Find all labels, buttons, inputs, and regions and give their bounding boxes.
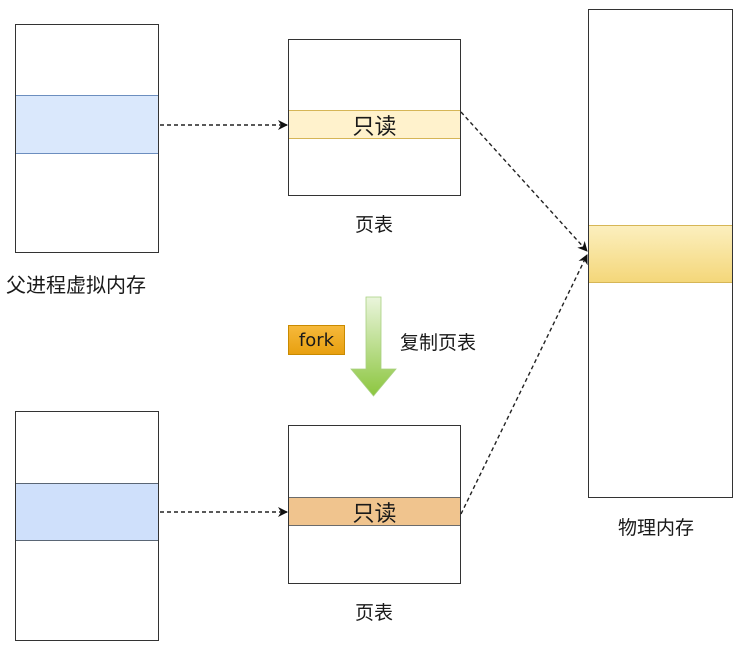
parent-entry-readonly-label: 只读 <box>352 114 397 140</box>
parent-page-table-entry: 只读 <box>289 110 460 140</box>
child-entry-readonly-label: 只读 <box>352 501 397 527</box>
parent-page-table-to-physical-edge <box>460 111 588 252</box>
fork-down-arrow-icon <box>350 296 397 397</box>
child-page-table-to-physical-edge <box>460 254 588 515</box>
child-page-table-entry: 只读 <box>289 497 460 527</box>
physical-memory <box>588 9 733 498</box>
fork-badge-label: fork <box>298 329 335 351</box>
child-page-table-label: 页表 <box>355 602 394 624</box>
child-page-table: 只读 <box>288 425 461 584</box>
parent-virtual-memory-label: 父进程虚拟内存 <box>6 273 146 297</box>
parent-page-table: 只读 <box>288 39 461 196</box>
physical-memory-label: 物理内存 <box>618 517 695 539</box>
child-virtual-memory <box>15 411 159 641</box>
child-mapped-region <box>16 483 158 541</box>
parent-virtual-memory <box>15 24 159 253</box>
copy-page-table-label: 复制页表 <box>400 332 477 354</box>
parent-mapped-region <box>16 95 158 154</box>
parent-page-table-label: 页表 <box>355 214 394 236</box>
fork-badge: fork <box>288 325 345 355</box>
shared-physical-page <box>589 225 732 283</box>
